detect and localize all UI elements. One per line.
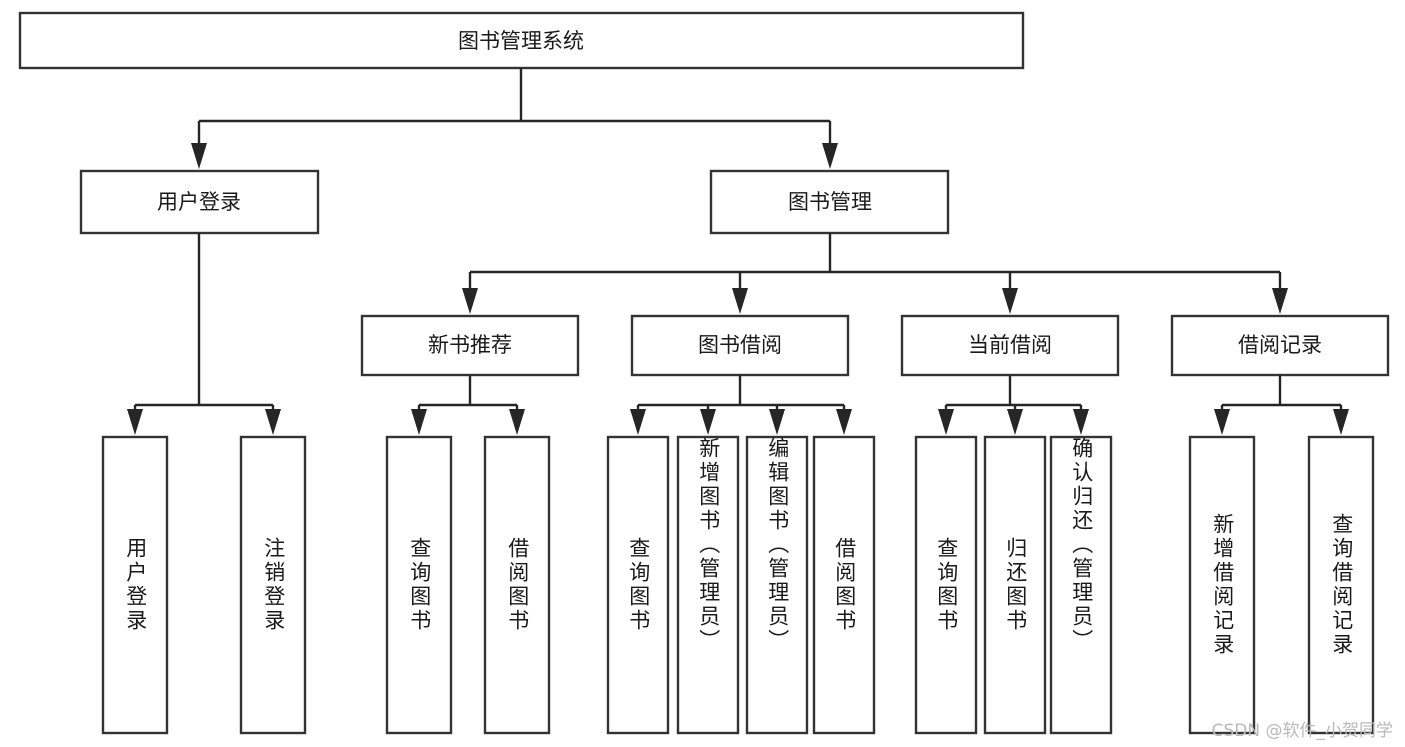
arrow-head-leaf-book-borrow-0 [630,409,646,435]
node-box-user-login[interactable] [79,169,320,235]
node-box-leaf-current-borrow-2[interactable] [1049,435,1113,735]
arrow-head-leaf-current-borrow-0 [938,409,954,435]
node-label-root: 图书管理系统 [458,29,584,53]
arrow-head-leaf-user-login-0 [127,409,143,435]
arrow-head-leaf-new-book-0 [411,409,427,435]
arrow-head-current-borrow [1002,288,1018,314]
connector-user-login-to-leaves [127,233,281,435]
arrow-head-new-book-recommend [462,288,478,314]
arrow-head-leaf-book-borrow-2 [769,409,785,435]
connector-borrow-record-to-leaves [1214,375,1349,435]
node-label-new-book-recommend: 新书推荐 [428,333,512,357]
arrow-head-leaf-borrow-record-0 [1214,409,1230,435]
node-box-leaf-current-borrow-0[interactable] [914,435,978,735]
node-box-leaf-new-book-1[interactable] [483,435,551,735]
arrow-head-book-borrow [732,288,748,314]
node-label-user-login: 用户登录 [157,190,241,214]
arrow-head-leaf-current-borrow-2 [1073,409,1089,435]
node-label-current-borrow: 当前借阅 [968,333,1052,357]
arrow-head-leaf-borrow-record-1 [1333,409,1349,435]
node-box-leaf-user-login-1[interactable] [239,435,307,735]
connector-current-borrow-to-leaves [938,375,1089,435]
node-box-leaf-book-borrow-2[interactable] [745,435,809,735]
node-box-leaf-borrow-record-1[interactable] [1307,435,1375,735]
connector-new-book-to-leaves [411,375,525,435]
node-box-leaf-book-borrow-0[interactable] [606,435,670,735]
node-box-leaf-book-borrow-3[interactable] [812,435,876,735]
node-label-book-borrow: 图书借阅 [698,333,782,357]
arrow-head-leaf-current-borrow-1 [1007,409,1023,435]
arrow-head-leaf-user-login-1 [265,409,281,435]
arrow-head-leaf-book-borrow-3 [836,409,852,435]
arrow-head-leaf-book-borrow-1 [700,409,716,435]
node-box-leaf-book-borrow-1[interactable] [676,435,740,735]
arrow-head-user-login [191,143,207,169]
node-box-current-borrow[interactable] [900,314,1120,377]
node-box-leaf-user-login-0[interactable] [101,435,169,735]
node-box-root[interactable] [18,11,1025,70]
connector-root-to-level2 [191,68,838,169]
connector-book-management-to-level3 [462,233,1288,314]
node-label-borrow-record: 借阅记录 [1238,333,1322,357]
node-label-book-management: 图书管理 [788,190,872,214]
node-box-new-book-recommend[interactable] [360,314,580,377]
arrow-head-book-management [822,143,838,169]
node-box-leaf-borrow-record-0[interactable] [1188,435,1256,735]
node-box-leaf-new-book-0[interactable] [385,435,453,735]
arrow-head-leaf-new-book-1 [509,409,525,435]
node-box-leaf-current-borrow-1[interactable] [983,435,1047,735]
connector-book-borrow-to-leaves [630,375,852,435]
arrow-head-borrow-record [1272,288,1288,314]
